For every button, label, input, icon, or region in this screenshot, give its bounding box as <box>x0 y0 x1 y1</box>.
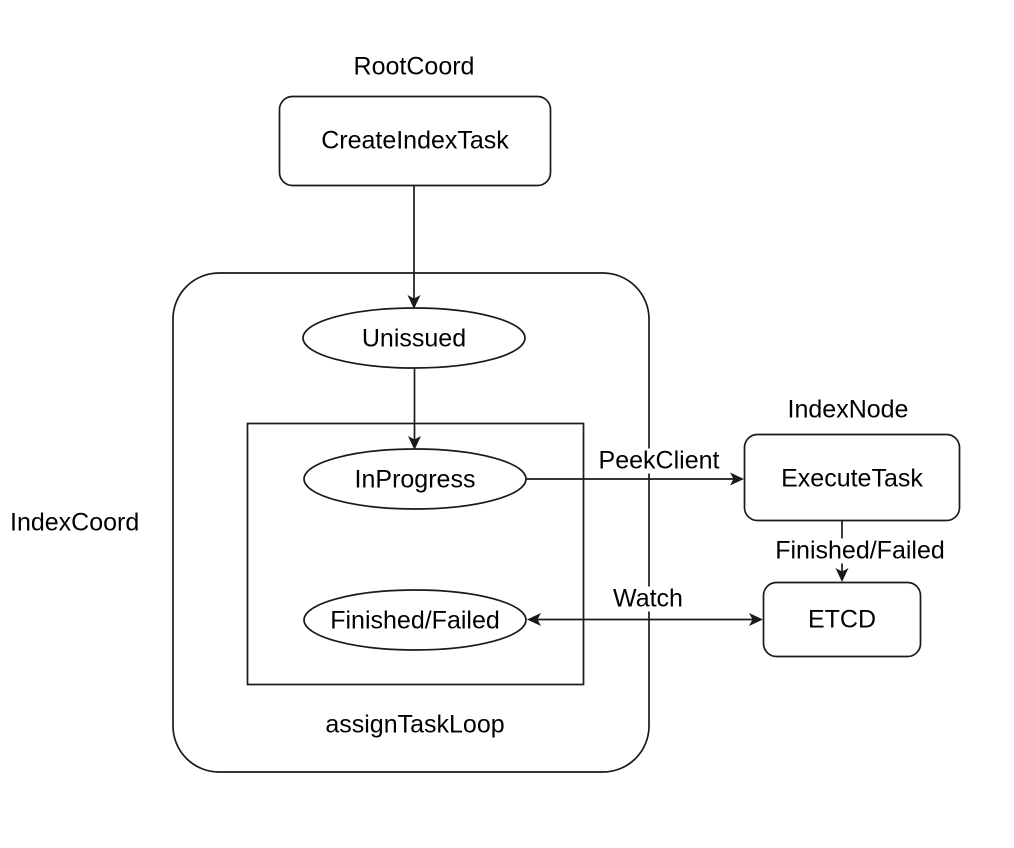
node-shape-finished-failed[interactable] <box>303 589 527 651</box>
node-shape-execute-task[interactable] <box>743 433 961 522</box>
edge-label-finished-failed: Finished/Failed <box>773 536 947 565</box>
group-container-assigntaskloop <box>246 422 585 686</box>
group-label-indexcoord: IndexCoord <box>10 508 140 537</box>
edge-label-peekclient: PeekClient <box>596 446 722 475</box>
node-label-create-index-task[interactable]: CreateIndexTask <box>321 126 509 155</box>
node-label-execute-task[interactable]: ExecuteTask <box>781 464 923 493</box>
edge-label-watch: Watch <box>611 584 685 613</box>
group-label-indexnode: IndexNode <box>787 395 909 424</box>
edge-unissued-to-inprogress <box>408 368 421 450</box>
group-label-rootcoord: RootCoord <box>353 52 475 81</box>
node-label-in-progress[interactable]: InProgress <box>354 465 476 494</box>
group-container-indexcoord <box>172 272 650 773</box>
group-label-assigntaskloop: assignTaskLoop <box>325 710 505 739</box>
node-shape-etcd[interactable] <box>762 581 922 658</box>
edge-etcd-to-finishedfailed <box>527 613 763 626</box>
edge-create-to-unissued <box>407 186 421 309</box>
node-label-etcd[interactable]: ETCD <box>807 605 877 634</box>
edge-inprogress-to-executetask <box>526 472 744 486</box>
node-shape-create-index-task[interactable] <box>278 95 552 187</box>
node-label-finished-failed[interactable]: Finished/Failed <box>330 606 500 635</box>
node-label-unissued[interactable]: Unissued <box>361 324 467 353</box>
